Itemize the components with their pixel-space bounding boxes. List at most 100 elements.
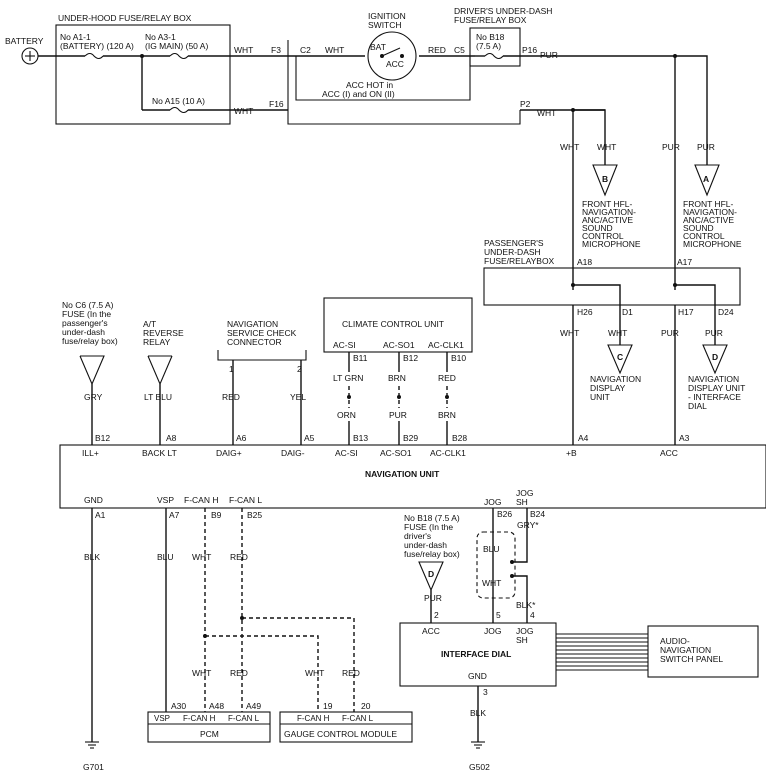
c6-connector-icon bbox=[80, 355, 105, 385]
nav-display-label-1: NAVIGATION bbox=[590, 374, 641, 384]
nav-term-b13: B13 bbox=[353, 433, 368, 443]
fuse-b18-icon bbox=[484, 52, 504, 60]
ignition-acc: ACC bbox=[386, 59, 404, 69]
connector-pin-2: 2 bbox=[297, 364, 302, 374]
nav-term-a7: A7 bbox=[169, 510, 180, 520]
nav-term-a1: A1 bbox=[95, 510, 106, 520]
dial-jog-sh-1: JOG bbox=[516, 626, 533, 636]
climate-wire-bot-3: BRN bbox=[438, 410, 456, 420]
b18-fuse-input: No B18 (7.5 A) FUSE (In the driver's und… bbox=[404, 513, 460, 623]
nav-term-a4: A4 bbox=[578, 433, 589, 443]
mic-a-wire-2: PUR bbox=[697, 142, 715, 152]
driver-box-title-2: FUSE/RELAY BOX bbox=[454, 15, 527, 25]
mic-a-label-3: ANC/ACTIVE bbox=[683, 215, 734, 225]
out-wht-a: WHT bbox=[560, 328, 579, 338]
connector-label-2: SERVICE CHECK bbox=[227, 328, 297, 338]
fuse-b18-label-1: No B18 bbox=[476, 32, 505, 42]
dial-pin-5: 5 bbox=[496, 610, 501, 620]
connector-pin-1: 1 bbox=[229, 364, 234, 374]
climate-term-b12: B12 bbox=[403, 353, 418, 363]
nav-pin-ac-so1: AC-SO1 bbox=[380, 448, 412, 458]
underhood-box-title: UNDER-HOOD FUSE/RELAY BOX bbox=[58, 13, 192, 23]
c6-label-5: fuse/relay box) bbox=[62, 336, 118, 346]
nav-pin-jog-sh-1: JOG bbox=[516, 488, 533, 498]
ignition-switch-symbol bbox=[367, 31, 417, 81]
gauge-pin-fcan-l: F-CAN L bbox=[342, 714, 374, 723]
dial-pin-4: 4 bbox=[530, 610, 535, 620]
reverse-relay-input: A/T REVERSE RELAY LT BLU bbox=[143, 319, 184, 445]
underhood-fuse-box: UNDER-HOOD FUSE/RELAY BOX No A1-1 (BATTE… bbox=[55, 13, 231, 125]
navigation-unit-box bbox=[59, 444, 766, 509]
fuse-a15-icon bbox=[169, 106, 189, 114]
ground-g502: G502 bbox=[469, 741, 490, 772]
wire-pur: PUR bbox=[540, 50, 558, 60]
climate-wire-top-2: BRN bbox=[388, 373, 406, 383]
b18-label-3: driver's bbox=[404, 531, 431, 541]
wire-gauge-red: RED bbox=[342, 668, 360, 678]
interface-dial: 2 5 4 ACC JOG JOG SH INTERFACE DIAL GND … bbox=[399, 610, 557, 742]
b18-label-4: under-dash bbox=[404, 540, 447, 550]
ignition-bat: BAT bbox=[370, 42, 386, 52]
fuse-b18-label-2: (7.5 A) bbox=[476, 41, 501, 51]
climate-wire-bot-2: PUR bbox=[389, 410, 407, 420]
relay-wire: LT BLU bbox=[144, 392, 172, 402]
switch-panel-box bbox=[647, 625, 759, 678]
pcm-pin-vsp: VSP bbox=[154, 714, 170, 723]
passenger-box-title-1: PASSENGER'S bbox=[484, 238, 544, 248]
nav-pin-vsp: VSP bbox=[157, 495, 174, 505]
nav-term-b24: B24 bbox=[530, 509, 545, 519]
jog-wire-gry: GRY* bbox=[517, 520, 539, 530]
nav-service-connector: NAVIGATION SERVICE CHECK CONNECTOR 1 2 R… bbox=[217, 319, 307, 445]
connector-wire-1: RED bbox=[222, 392, 240, 402]
climate-control-unit: CLIMATE CONTROL UNIT AC-SI AC-SO1 AC-CLK… bbox=[323, 297, 473, 445]
pcm-term-a30: A30 bbox=[171, 701, 186, 711]
terminal-f3: F3 bbox=[271, 45, 281, 55]
out-pur-a: PUR bbox=[661, 328, 679, 338]
c6-fuse-input: No C6 (7.5 A) FUSE (In the passenger's u… bbox=[62, 300, 118, 445]
fuse-a1-1-icon bbox=[84, 52, 104, 60]
terminal-c2: C2 bbox=[300, 45, 311, 55]
wire-gnd-blk: BLK bbox=[84, 552, 100, 562]
passenger-fuse-box: PASSENGER'S UNDER-DASH FUSE/RELAYBOX A18… bbox=[483, 238, 741, 345]
mic-a-label-4: SOUND bbox=[683, 223, 714, 233]
passenger-box-title-3: FUSE/RELAYBOX bbox=[484, 256, 555, 266]
mic-b-wire-1: WHT bbox=[560, 142, 579, 152]
fuse-a3-1-line2: (IG MAIN) (50 A) bbox=[145, 41, 208, 51]
dial-gnd: GND bbox=[468, 671, 487, 681]
out-pur-b: PUR bbox=[705, 328, 723, 338]
connector-label-1: NAVIGATION bbox=[227, 319, 278, 329]
nav-pin-ac-si: AC-SI bbox=[335, 448, 358, 458]
ignition-note-2: ACC (I) and ON (II) bbox=[322, 89, 395, 99]
connector-label-3: CONNECTOR bbox=[227, 337, 282, 347]
passenger-outputs: WHT WHT C NAVIGATION DISPLAY UNIT PUR PU… bbox=[560, 305, 745, 445]
gauge-control-module: 19 20 F-CAN H F-CAN L GAUGE CONTROL MODU… bbox=[279, 701, 413, 743]
switch-panel-title-1: AUDIO- bbox=[660, 636, 690, 646]
c6-label-3: passenger's bbox=[62, 318, 108, 328]
nav-term-a6: A6 bbox=[236, 433, 247, 443]
ground-g701-label: G701 bbox=[83, 762, 104, 772]
climate-term-b10: B10 bbox=[451, 353, 466, 363]
nav-pin-daig-plus: DAIG+ bbox=[216, 448, 242, 458]
climate-pin-ac-so1: AC-SO1 bbox=[383, 340, 415, 350]
connector-d-icon bbox=[702, 344, 728, 375]
fuse-a1-1-line2: (BATTERY) (120 A) bbox=[60, 41, 134, 51]
battery-label: BATTERY bbox=[5, 36, 44, 46]
gauge-box bbox=[279, 711, 413, 743]
multi-wire-bus bbox=[556, 633, 648, 671]
switch-panel-title-3: SWITCH PANEL bbox=[660, 654, 723, 664]
nav-pin-acc: ACC bbox=[660, 448, 678, 458]
nav-pin-ill: ILL+ bbox=[82, 448, 99, 458]
nav-term-a3: A3 bbox=[679, 433, 690, 443]
switch-panel-title-2: NAVIGATION bbox=[660, 645, 711, 655]
climate-title: CLIMATE CONTROL UNIT bbox=[342, 319, 444, 329]
mic-a-label-5: CONTROL bbox=[683, 231, 725, 241]
dial-acc: ACC bbox=[422, 626, 440, 636]
ignition-title-2: SWITCH bbox=[368, 20, 402, 30]
dial-pin-2: 2 bbox=[434, 610, 439, 620]
mic-a-label-1: FRONT HFL- bbox=[683, 199, 734, 209]
dial-jog-sh-2: SH bbox=[516, 635, 528, 645]
connector-d-letter: D bbox=[712, 352, 718, 362]
microphone-branches: WHT WHT B FRONT HFL- NAVIGATION- ANC/ACT… bbox=[560, 54, 742, 290]
c6-label-4: under-dash bbox=[62, 327, 105, 337]
nav-term-b28: B28 bbox=[452, 433, 467, 443]
